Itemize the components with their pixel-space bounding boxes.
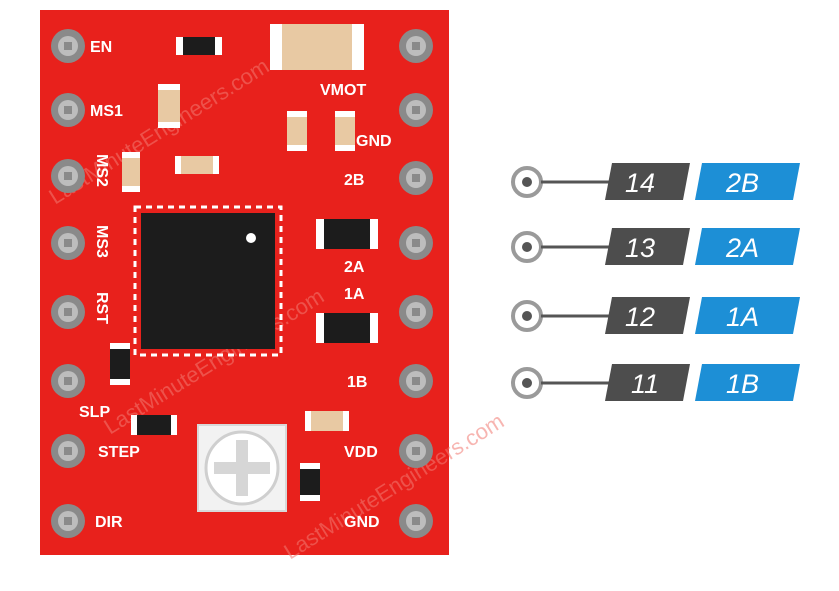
label-gnd-motor: GND	[356, 133, 392, 150]
pinout-legend: 14 2B 13 2A 12 1A 11	[511, 163, 800, 401]
pin-number-text: 12	[625, 302, 655, 332]
pin-number-tag	[605, 297, 690, 334]
resistor-top	[176, 37, 222, 55]
capacitor-gnd-right	[335, 111, 355, 151]
pin1-marker	[246, 233, 256, 243]
resistor-left-vertical	[110, 343, 130, 385]
pin-signal-tag	[695, 364, 800, 401]
pin-vdd	[399, 434, 433, 468]
label-slp: SLP	[79, 404, 110, 421]
pin-slp	[51, 364, 85, 398]
label-dir: DIR	[95, 514, 123, 531]
pin-number-text: 14	[625, 168, 655, 198]
pin-number-tag	[605, 163, 690, 200]
pin-step	[51, 434, 85, 468]
pin-gnd-motor	[399, 93, 433, 127]
capacitor-ms1	[158, 84, 180, 128]
label-2b: 2B	[344, 172, 364, 189]
pin-number-tag	[605, 228, 690, 265]
pin-gnd-logic	[399, 504, 433, 538]
pin-ms2	[51, 159, 85, 193]
pinout-row: 13 2A	[511, 228, 800, 265]
right-pin-header	[399, 29, 433, 538]
pin-1b	[399, 364, 433, 398]
driver-board: LastMinuteEngineers.com LastMinuteEngine…	[40, 10, 508, 564]
pin-signal-text: 2A	[725, 233, 759, 263]
label-rst: RST	[93, 292, 110, 324]
left-pin-header	[51, 29, 85, 538]
resistor-2a	[316, 219, 378, 249]
pinout-row: 14 2B	[511, 163, 800, 200]
current-limit-potentiometer[interactable]	[197, 424, 287, 512]
resistor-step	[131, 415, 177, 435]
driver-chip	[133, 205, 283, 357]
pin-dir	[51, 504, 85, 538]
pin-1a	[399, 295, 433, 329]
label-ms1: MS1	[90, 103, 123, 120]
label-en: EN	[90, 39, 112, 56]
capacitor-ms2	[122, 152, 140, 192]
label-ms3: MS3	[93, 225, 110, 258]
resistor-1a	[316, 313, 378, 343]
pin-number-text: 13	[625, 233, 655, 263]
label-gnd-logic: GND	[344, 514, 380, 531]
pin-signal-text: 2B	[725, 168, 759, 198]
pin-ms3	[51, 226, 85, 260]
pin-signal-tag	[695, 163, 800, 200]
pin-signal-tag	[695, 228, 800, 265]
pin-number-tag	[605, 364, 690, 401]
pin-ms1	[51, 93, 85, 127]
capacitor-center	[175, 156, 219, 174]
label-ms2: MS2	[93, 154, 110, 187]
pin-2b	[399, 161, 433, 195]
label-2a: 2A	[344, 259, 365, 276]
label-1b: 1B	[347, 374, 367, 391]
label-vmot: VMOT	[320, 82, 366, 99]
label-vdd: VDD	[344, 444, 378, 461]
capacitor-large	[270, 24, 364, 70]
pinout-row: 11 1B	[511, 364, 800, 401]
label-1a: 1A	[344, 286, 365, 303]
capacitor-gnd-left	[287, 111, 307, 151]
pin-2a	[399, 226, 433, 260]
pin-vmot	[399, 29, 433, 63]
capacitor-vdd	[305, 411, 349, 431]
resistor-vdd-vertical	[300, 463, 320, 501]
pin-signal-tag	[695, 297, 800, 334]
label-step: STEP	[98, 444, 140, 461]
pin-en	[51, 29, 85, 63]
pinout-row: 12 1A	[511, 297, 800, 334]
pin-number-text: 11	[631, 369, 659, 399]
pin-signal-text: 1B	[726, 369, 759, 399]
pin-rst	[51, 295, 85, 329]
pin-signal-text: 1A	[726, 302, 759, 332]
